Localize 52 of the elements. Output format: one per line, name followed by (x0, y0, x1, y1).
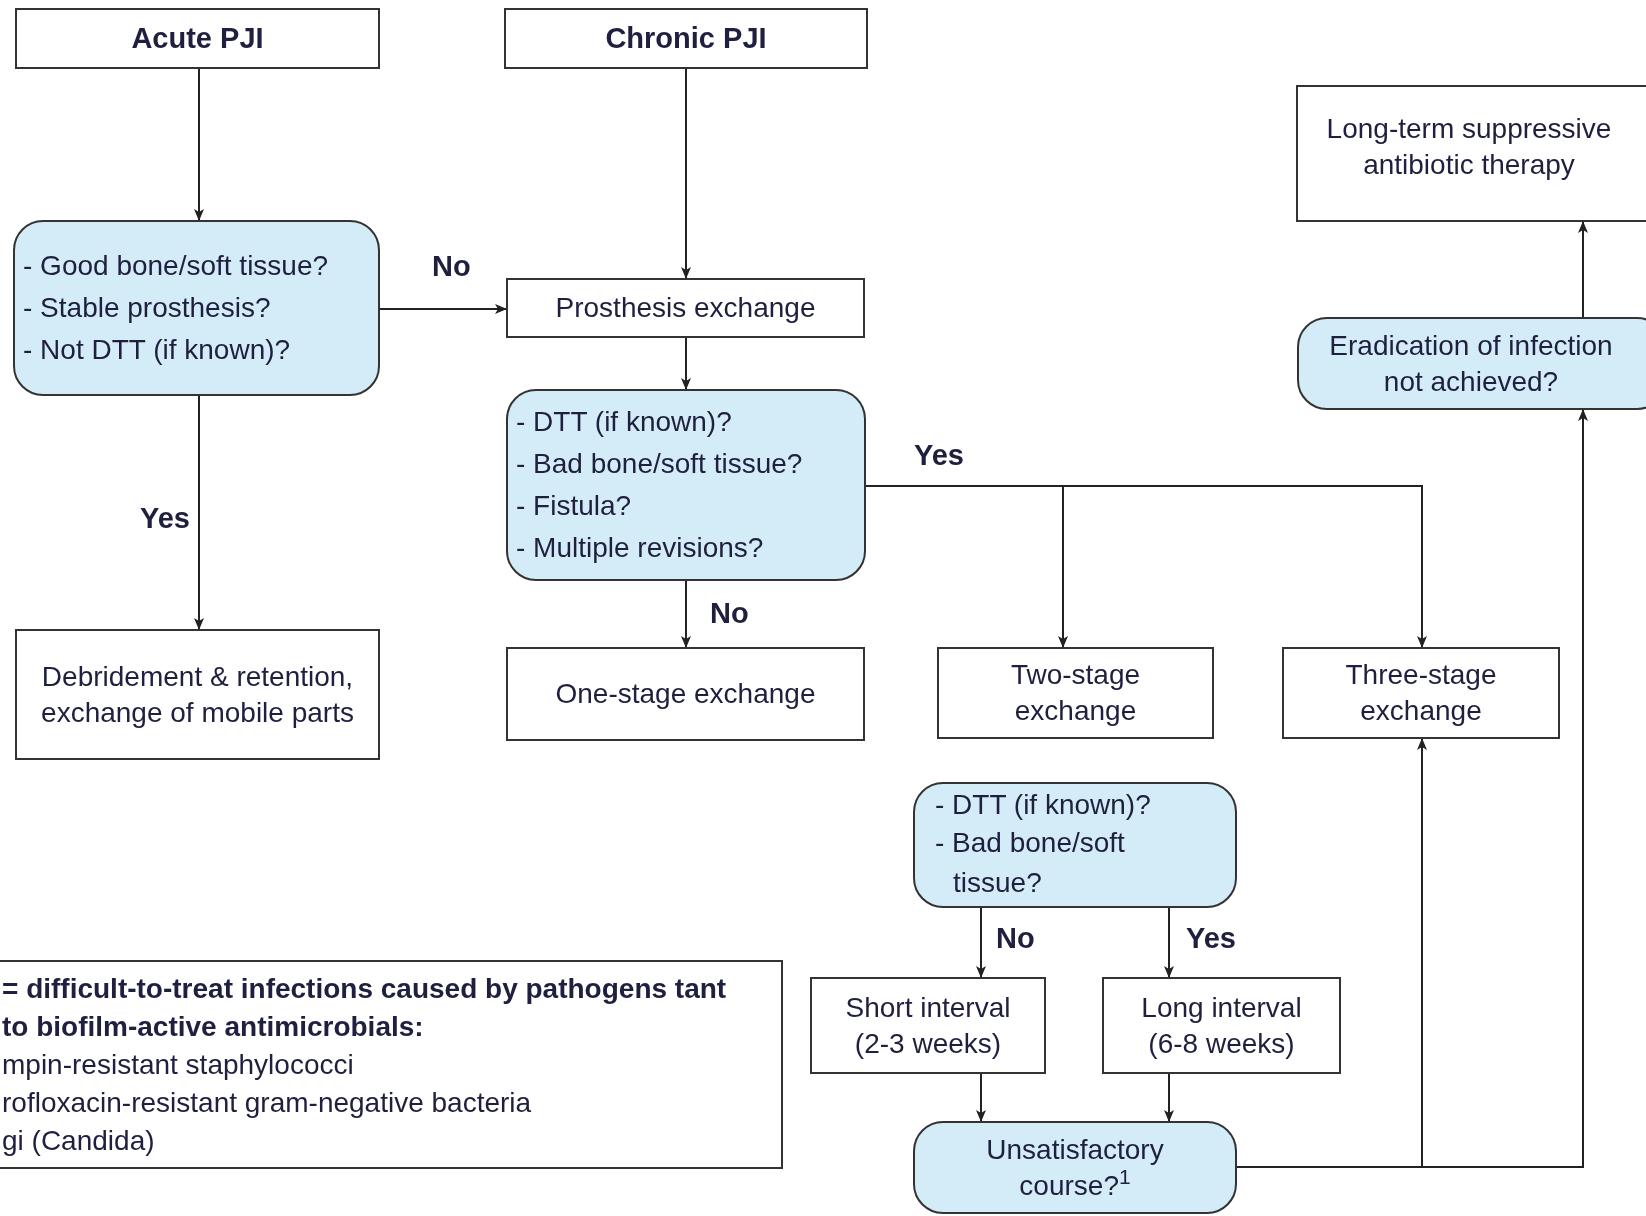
node-text: - Bad bone/soft tissue? (935, 826, 1126, 900)
node-text: Short interval (2-3 weeks) (844, 990, 1012, 1061)
decision-box (1297, 317, 1646, 410)
process-box (1282, 647, 1560, 739)
process-box (506, 647, 865, 741)
node-text: Two-stage exchange (1009, 658, 1142, 728)
arrow (976, 1073, 986, 1122)
process-box (810, 977, 1046, 1074)
decision-box (913, 782, 1237, 908)
decision-box (13, 220, 380, 396)
header-box (504, 8, 868, 69)
node-text: Long-term suppressive antibiotic therapy (1325, 112, 1613, 182)
arrow (1164, 907, 1174, 978)
arrow (681, 337, 691, 390)
process-box (15, 629, 380, 760)
node-text: - Stable prosthesis? (23, 291, 271, 325)
node-text: Acute PJI (131, 21, 264, 57)
footnote-box (0, 960, 783, 1169)
node-text: Eradication of infection not achieved? (1328, 328, 1614, 399)
node-text: Three-stage exchange (1344, 658, 1498, 728)
node-text: rofloxacin-resistant gram-negative bacteria (2, 1085, 532, 1120)
node-text: gi (Candida) (2, 1123, 155, 1158)
node-text: One-stage exchange (555, 677, 816, 711)
arrow (976, 907, 986, 978)
node-text: Chronic PJI (605, 21, 767, 57)
node-text: - Good bone/soft tissue? (23, 249, 329, 283)
arrow (194, 395, 204, 630)
node-text: - Bad bone/soft tissue? (516, 447, 803, 481)
arrow (681, 580, 691, 648)
process-box (506, 278, 865, 338)
process-box (1296, 85, 1646, 222)
node-text: - DTT (if known)? (935, 788, 1151, 822)
node-text: = difficult-to-treat infections caused by pathogens tant to biofilm-active antimicrobials: (2, 971, 728, 1044)
decision-box (506, 389, 866, 581)
node-text: Prosthesis exchange (555, 291, 816, 325)
arrow (1164, 1073, 1174, 1122)
decision-box (913, 1121, 1237, 1214)
node-text: mpin-resistant staphylococci (2, 1047, 354, 1082)
node-text: Debridement & retention, exchange of mobile parts (41, 659, 354, 730)
node-text: Unsatisfactory course?$^{1}$ (985, 1132, 1165, 1203)
node-text: - Multiple revisions? (516, 531, 764, 565)
node-text: - Fistula? (516, 489, 632, 523)
node-text: Long interval (6-8 weeks) (1140, 990, 1303, 1061)
arrow (681, 68, 691, 279)
header-box (15, 8, 380, 69)
arrow (379, 304, 507, 314)
node-text: - Not DTT (if known)? (23, 333, 291, 367)
node-text: - DTT (if known)? (516, 405, 732, 439)
process-box (1102, 977, 1341, 1074)
arrow (194, 68, 204, 221)
arrow (1578, 221, 1588, 318)
process-box (937, 647, 1214, 739)
